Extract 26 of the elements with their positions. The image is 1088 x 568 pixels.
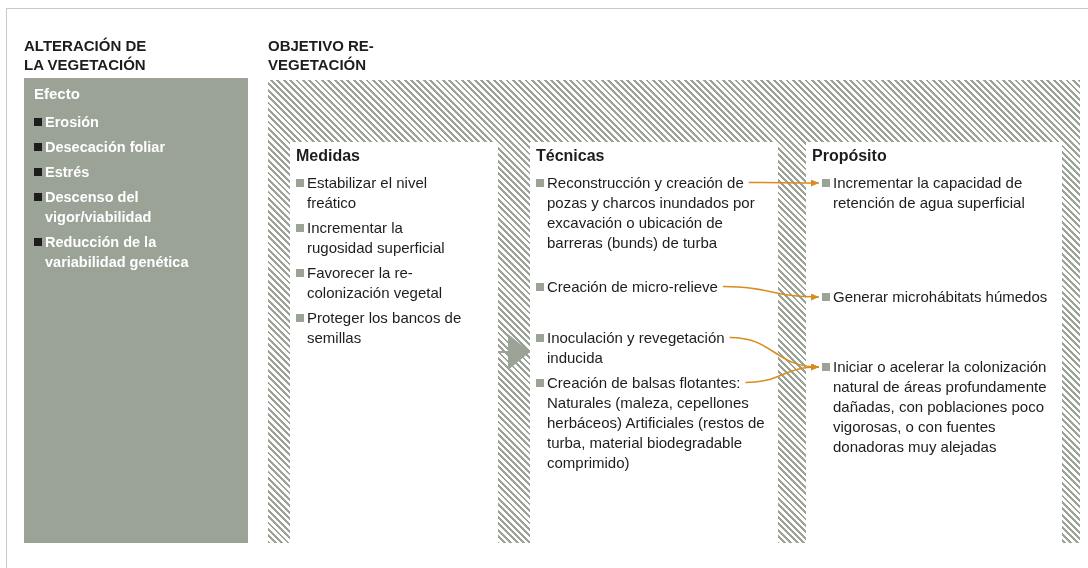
list-item: Estabilizar el nivel freático xyxy=(307,173,429,213)
list-item: Incrementar la capacidad de retención de agua superficial xyxy=(833,173,1026,213)
chevron-arrow xyxy=(497,334,531,370)
list-item: Creación de balsas flotantes: Naturales (maleza, cepellones herbáceos) Artificiales (restos de turba, material biodegradable comprimido) xyxy=(547,373,766,473)
arrow xyxy=(748,179,820,187)
list-item: Creación de micro-relieve xyxy=(547,277,719,297)
section-heading: ALTERACIÓN DE LA VEGETACIÓN xyxy=(24,36,148,74)
list-item: Proteger los bancos de semillas xyxy=(307,308,463,348)
panel-heading: Efecto xyxy=(34,84,81,103)
list-item: Reconstrucción y creación de pozas y charcos inundados por excavación o ubicación de barreras (bunds) de turba xyxy=(547,173,756,253)
list-item: Estrés xyxy=(45,163,91,182)
panel-heading: Medidas xyxy=(296,146,361,165)
panel-heading: Técnicas xyxy=(536,146,606,165)
list-item: Incrementar la rugosidad superficial xyxy=(307,218,446,258)
list-item: Favorecer la re-colonización vegetal xyxy=(307,263,444,303)
section-heading: OBJETIVO RE-VEGETACIÓN xyxy=(268,36,375,74)
arrow xyxy=(744,363,820,384)
panel-heading: Propósito xyxy=(812,146,888,165)
list-item: Descenso del vigor/viabilidad xyxy=(45,188,153,227)
list-item: Generar microhábitats húmedos xyxy=(833,287,1049,307)
list-item: Erosión xyxy=(45,113,100,132)
list-item: Iniciar o acelerar la colonización natural de áreas profundamente dañadas, con poblaciones poco vigorosas, o con fuentes donadoras muy alejadas xyxy=(833,357,1048,457)
list-item: Reducción de la variabilidad genética xyxy=(45,233,190,272)
list-item: Inoculación y revegetación inducida xyxy=(547,328,726,368)
arrow xyxy=(722,285,820,301)
list-item: Desecación foliar xyxy=(45,138,167,157)
